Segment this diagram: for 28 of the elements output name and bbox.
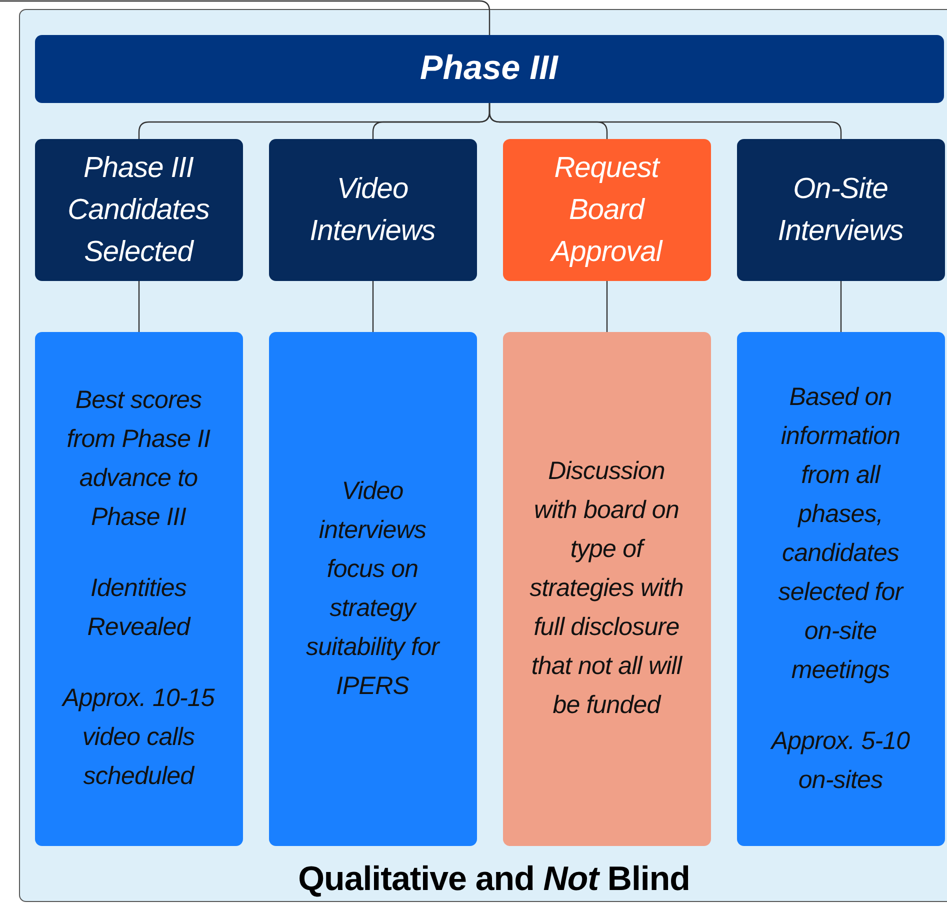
- step-detail-box: [34, 332, 242, 846]
- connector-line: [606, 280, 608, 332]
- step-header-box: [502, 138, 710, 280]
- title-text: On-Site Interviews: [776, 172, 904, 248]
- connector-line: [372, 280, 374, 332]
- panel-caption: Qualitative and Not Blind: [298, 859, 690, 899]
- step-detail-box: [736, 332, 944, 846]
- description-text: Based on information from all phases, candidates selected for on-site meetings: [777, 382, 905, 686]
- step-detail-box: [268, 332, 476, 846]
- description-text: Identities Revealed: [86, 573, 192, 643]
- title-text: Phase III: [420, 49, 558, 88]
- step-detail-box: [502, 332, 710, 846]
- title-text: Video Interviews: [308, 172, 436, 248]
- connector-line: [0, 0, 490, 34]
- title-text: Phase III Candidates Selected: [66, 150, 210, 270]
- description-text: Approx. 10-15 video calls scheduled: [60, 683, 216, 792]
- description-text: Discussion with board on type of strategies with full disclosure that not all will be funded: [528, 456, 684, 721]
- description-text: Best scores from Phase II advance to Phase III: [66, 385, 212, 533]
- description-text: Approx. 5-10 on-sites: [769, 726, 911, 796]
- step-header-box: [34, 138, 242, 280]
- phase-header-bar: [34, 34, 944, 102]
- connector-line: [840, 280, 842, 332]
- step-header-box: [268, 138, 476, 280]
- connector-line: [488, 102, 842, 138]
- step-header-box: [736, 138, 944, 280]
- title-text: Request Board Approval: [549, 150, 664, 270]
- connector-line: [138, 280, 140, 332]
- description-text: Video interviews focus on strategy suitability for IPERS: [305, 476, 441, 702]
